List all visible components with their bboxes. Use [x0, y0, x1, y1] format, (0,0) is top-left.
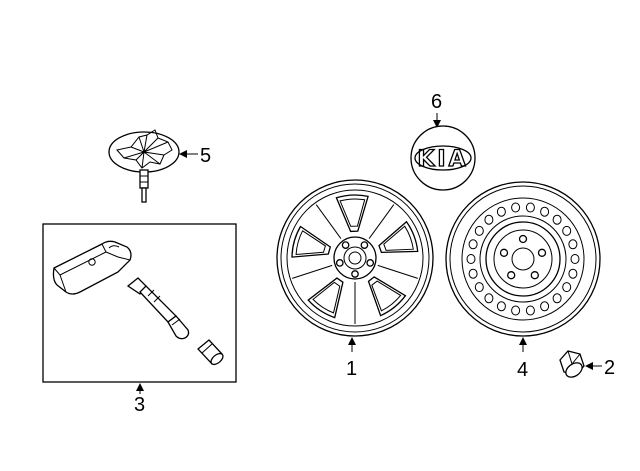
part-4-steel-wheel [445, 181, 601, 337]
steel-vent-hole [511, 202, 521, 213]
steel-vent-hole [468, 239, 478, 250]
steel-lug-hole [507, 271, 516, 280]
alloy-window [367, 276, 407, 317]
part-1-alloy-wheel [276, 179, 434, 337]
alloy-window-inner [295, 230, 326, 256]
alloy-lug-hole [360, 241, 369, 249]
steel-lug-hole [518, 234, 528, 244]
steel-vent-hole [496, 301, 506, 312]
part-6-center-cap: KIA [410, 125, 476, 191]
alloy-window-inner [383, 225, 414, 251]
steel-vent-hole [525, 202, 535, 213]
callout-6: 6 [431, 91, 442, 113]
steel-vent-hole [484, 214, 494, 225]
alloy-window-inner [312, 281, 341, 314]
steel-vent-hole [552, 214, 562, 225]
steel-vent-hole [562, 225, 572, 236]
steel-vent-hole [468, 268, 478, 279]
tpms-sensor-body [52, 240, 132, 295]
alloy-window [378, 220, 419, 254]
steel-vent-hole [570, 254, 580, 264]
callout-5: 5 [200, 145, 211, 167]
alloy-lug-hole [366, 259, 375, 267]
steel-vent-hole [511, 305, 521, 316]
part-5-valve-cap [108, 129, 180, 203]
alloy-window [335, 194, 369, 233]
alloy-window-inner [339, 198, 366, 227]
steel-vent-hole [525, 305, 535, 316]
steel-vent-hole [474, 225, 484, 236]
alloy-spoke-groove [315, 204, 342, 239]
alloy-window-inner [371, 280, 402, 312]
steel-lug-hole [537, 248, 547, 257]
part-2-lug-nut [559, 350, 585, 378]
part-3-kit-box [42, 223, 237, 383]
steel-vent-hole [540, 301, 550, 312]
callout-2: 2 [604, 357, 615, 379]
alloy-lug-hole [335, 259, 344, 267]
steel-vent-hole [568, 239, 578, 250]
tpms-valve-cap [197, 339, 224, 366]
alloy-spoke-groove [377, 264, 418, 279]
steel-vent-hole [484, 293, 494, 304]
center-cap-logo: KIA [417, 147, 468, 172]
steel-lug-hole [499, 248, 509, 257]
callout-4: 4 [517, 359, 528, 381]
alloy-spoke-groove [368, 204, 395, 239]
steel-vent-hole [568, 268, 578, 279]
steel-vent-hole [562, 282, 572, 293]
alloy-window [307, 277, 344, 319]
tpms-valve-stem [126, 277, 190, 340]
steel-vent-hole [540, 206, 550, 217]
steel-vent-hole [496, 206, 506, 217]
callout-3: 3 [134, 394, 145, 416]
alloy-lug-hole [341, 241, 350, 249]
steel-vent-hole [474, 282, 484, 293]
alloy-window [291, 225, 332, 258]
alloy-lug-hole [351, 270, 359, 278]
callout-1: 1 [346, 358, 357, 380]
steel-vent-hole [552, 293, 562, 304]
steel-lug-hole [530, 271, 539, 280]
steel-vent-hole [466, 254, 476, 264]
alloy-spoke-groove [292, 264, 333, 279]
